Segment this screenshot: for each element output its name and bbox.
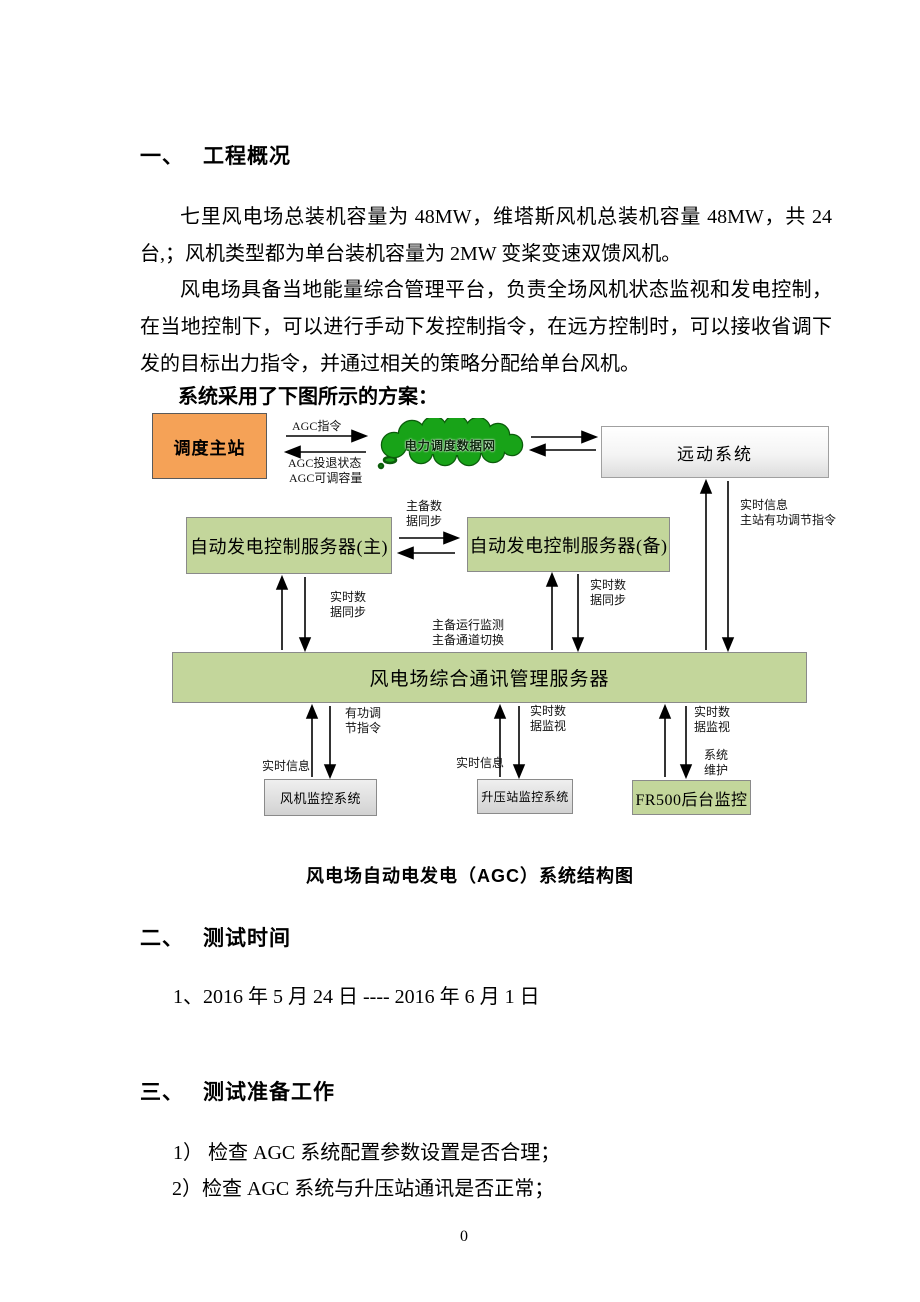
label-active-power-cmd: 有功调 节指令 xyxy=(345,706,382,735)
dispatch-master-box: 调度主站 xyxy=(152,413,267,479)
agc-server-backup-box: 自动发电控制服务器(备) xyxy=(467,517,670,572)
network-cloud-label: 电力调度数据网 xyxy=(404,439,496,453)
label-backup-realtime-sync: 实时数 据同步 xyxy=(590,578,627,607)
section-1-number: 一、 xyxy=(140,145,184,168)
diagram-caption: 风电场自动电发电（AGC）系统结构图 xyxy=(306,866,634,886)
comm-server-bar: 风电场综合通讯管理服务器 xyxy=(172,652,807,703)
label-monitor-switch: 主备运行监测 主备通道切换 xyxy=(432,618,505,647)
section-1-heading: 一、工程概况 xyxy=(140,140,291,170)
prep-item-1: 1） 检查 AGC 系统配置参数设置是否合理； xyxy=(173,1142,561,1164)
label-agc-command: AGC指令 xyxy=(292,419,342,433)
label-main-backup-sync: 主备数 据同步 xyxy=(405,499,442,528)
paragraph-plan: 系统采用了下图所示的方案： xyxy=(178,386,438,408)
label-system-maintain: 系统 维护 xyxy=(703,748,728,777)
label-booster-realtime-info: 实时信息 xyxy=(456,756,505,770)
label-agc-status: AGC投退状态 xyxy=(288,456,362,470)
network-cloud-icon xyxy=(377,418,524,470)
label-booster-data-watch: 实时数 据监视 xyxy=(530,704,567,733)
test-time-line: 1、2016 年 5 月 24 日 ---- 2016 年 6 月 1 日 xyxy=(173,986,540,1008)
section-3-heading: 三、测试准备工作 xyxy=(140,1076,335,1106)
remote-system-box: 远动系统 xyxy=(601,426,829,478)
section-2-number: 二、 xyxy=(140,927,184,950)
label-remote-realtime: 实时信息 主站有功调节指令 xyxy=(740,498,837,527)
section-3-title: 测试准备工作 xyxy=(203,1081,335,1104)
prep-item-2: 2）检查 AGC 系统与升压站通讯是否正常； xyxy=(172,1178,555,1200)
paragraph-platform: 风电场具备当地能量综合管理平台，负责全场风机状态监视和发电控制，在当地控制下，可… xyxy=(140,279,832,375)
turbine-monitor-box: 风机监控系统 xyxy=(264,779,377,816)
label-turbine-realtime-info: 实时信息 xyxy=(262,759,311,773)
section-3-number: 三、 xyxy=(140,1081,184,1104)
diagram-arrows xyxy=(275,429,735,780)
paragraph-capacity: 七里风电场总装机容量为 48MW，维塔斯风机总装机容量 48MW，共 24 台,… xyxy=(140,206,832,265)
section-1-title: 工程概况 xyxy=(203,145,291,168)
section-2-heading: 二、测试时间 xyxy=(140,922,291,952)
label-main-realtime-sync: 实时数 据同步 xyxy=(330,590,367,619)
agc-server-main-box: 自动发电控制服务器(主) xyxy=(186,517,392,574)
label-fr500-data-watch: 实时数 据监视 xyxy=(694,705,731,734)
booster-monitor-box: 升压站监控系统 xyxy=(477,779,573,814)
fr500-monitor-box: FR500后台监控 xyxy=(632,780,751,815)
label-agc-capacity: AGC可调容量 xyxy=(289,471,363,485)
page-number: 0 xyxy=(460,1228,468,1245)
section-2-title: 测试时间 xyxy=(203,927,291,950)
